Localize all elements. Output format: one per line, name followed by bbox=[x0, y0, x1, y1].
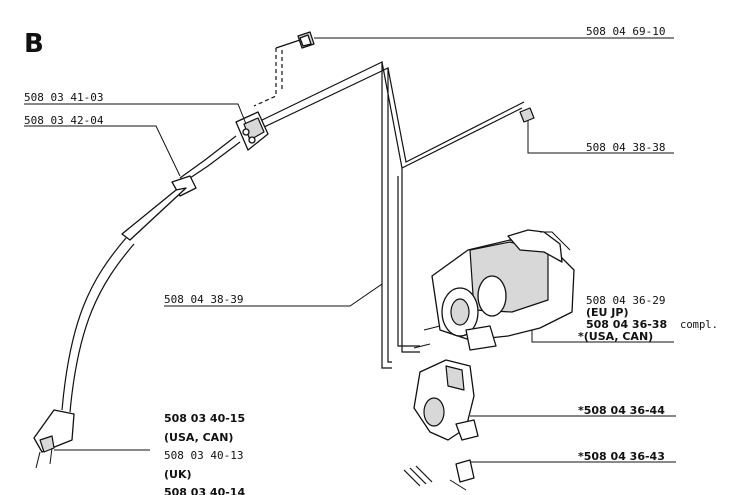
leader-lines bbox=[24, 37, 676, 463]
label-eu-jp: (EU JP) bbox=[586, 306, 629, 319]
bracket-part bbox=[413, 359, 479, 441]
label-508-04-69-10: 508 04 69-10 bbox=[586, 25, 665, 38]
plug-part bbox=[33, 409, 75, 469]
label-compl: compl. bbox=[680, 319, 718, 331]
wire-harness bbox=[253, 39, 525, 369]
switch-part bbox=[235, 111, 269, 151]
label-508-04-36-43: *508 04 36-43 bbox=[578, 450, 665, 463]
label-508-03-40-15: 508 03 40-15 bbox=[164, 412, 245, 425]
connector-top-part bbox=[297, 31, 315, 49]
label-508-04-38-38: 508 04 38-38 bbox=[586, 141, 665, 154]
label-508-03-40-13: 508 03 40-13 bbox=[164, 449, 243, 462]
label-usa-can-motor: *(USA, CAN) bbox=[578, 330, 653, 343]
label-508-03-40-14: 508 03 40-14 bbox=[164, 486, 245, 495]
label-508-04-36-38: 508 04 36-38 bbox=[586, 318, 667, 331]
label-508-03-42-04: 508 03 42-04 bbox=[24, 114, 104, 127]
motor-part bbox=[413, 229, 575, 351]
label-508-04-36-44: *508 04 36-44 bbox=[578, 404, 665, 417]
label-508-03-41-03: 508 03 41-03 bbox=[24, 91, 103, 104]
power-cord bbox=[61, 135, 241, 413]
label-usa-can-plug: (USA, CAN) bbox=[164, 431, 233, 444]
label-uk: (UK) bbox=[164, 468, 192, 481]
label-508-04-38-39: 508 04 38-39 bbox=[164, 293, 243, 306]
brush-holder-part bbox=[449, 459, 475, 491]
label-508-04-36-29: 508 04 36-29 bbox=[586, 294, 665, 307]
spring-part bbox=[403, 465, 433, 487]
connector-right-part bbox=[519, 107, 535, 123]
section-letter: B bbox=[24, 29, 44, 59]
